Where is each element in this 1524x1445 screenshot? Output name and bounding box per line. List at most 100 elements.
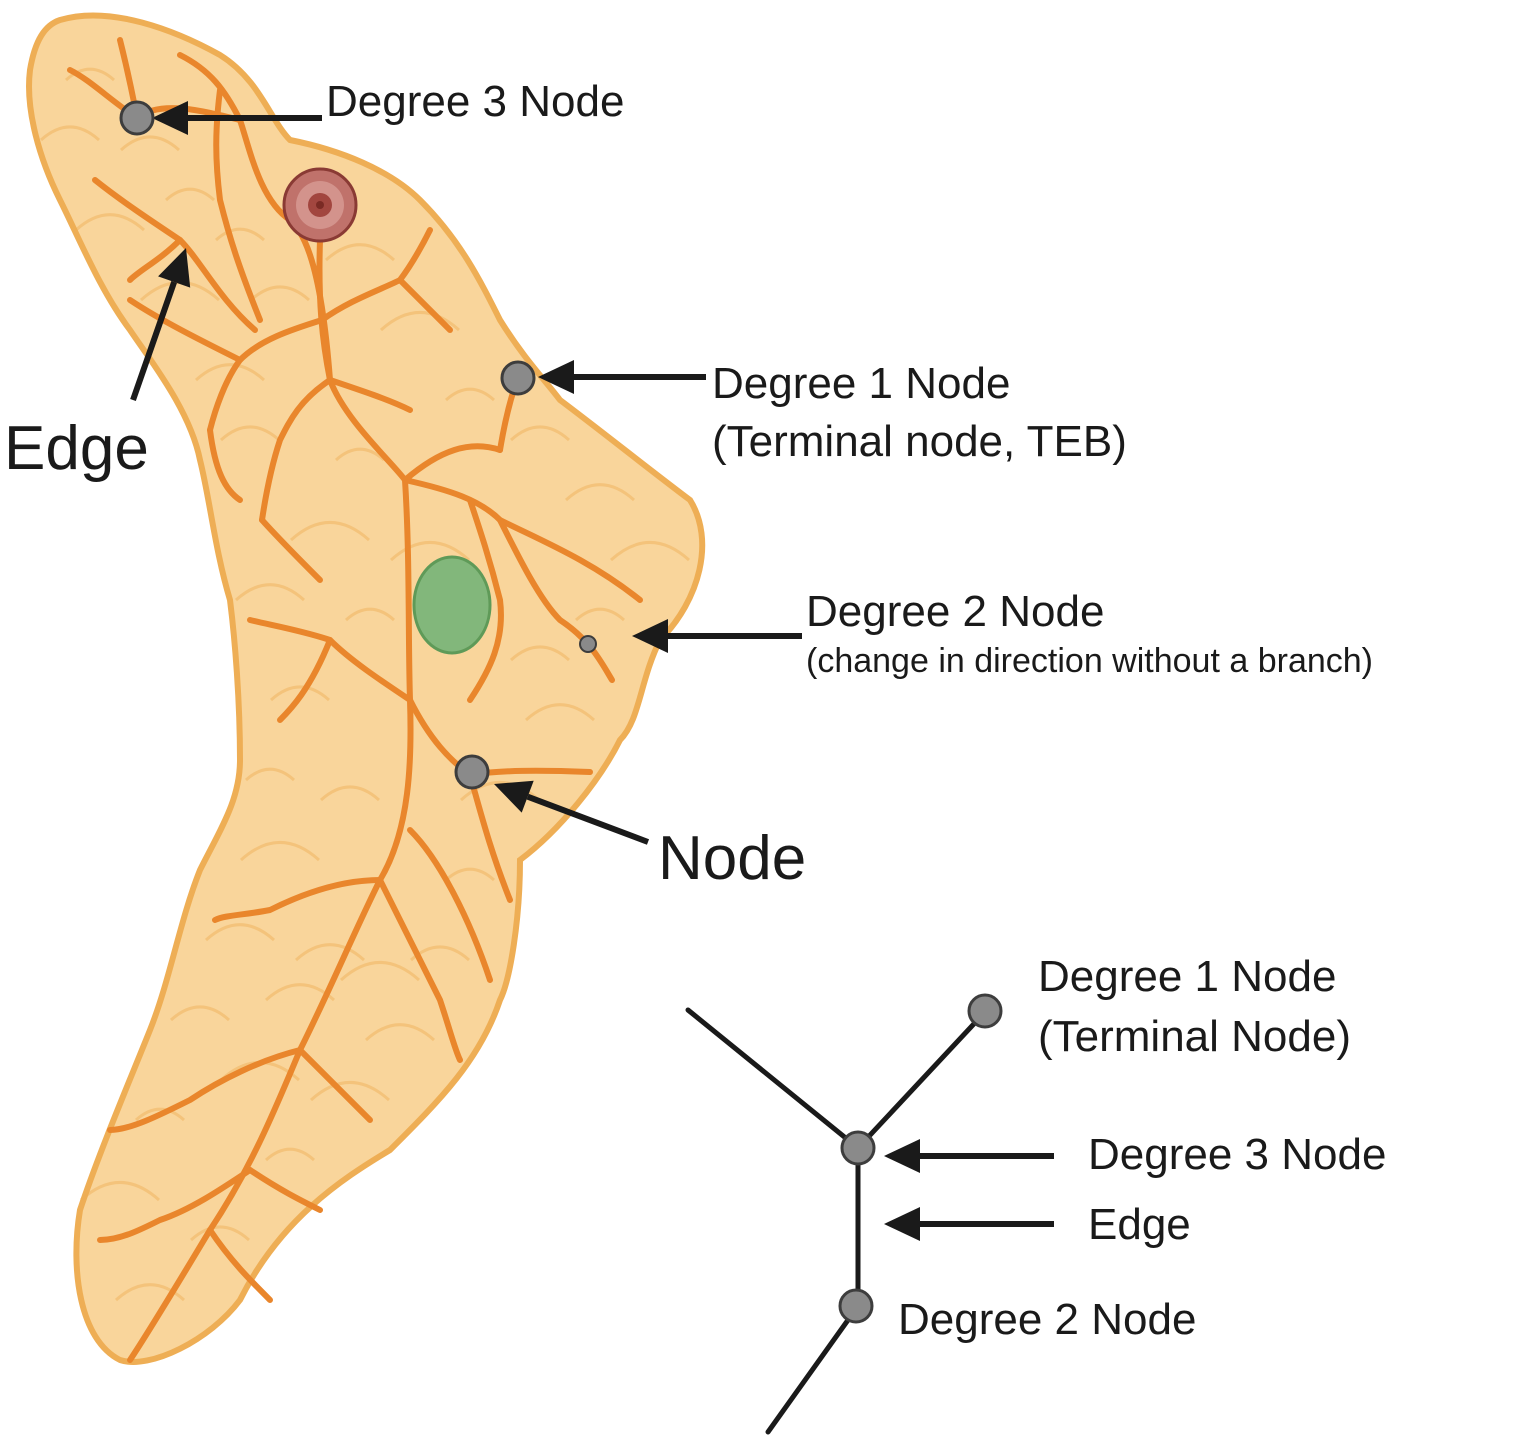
- label-schematic-degree1-node: Degree 1 Node: [1038, 952, 1337, 1001]
- node-schematic-degree2: [838, 1288, 874, 1324]
- label-schematic-degree2-node: Degree 2 Node: [898, 1295, 1197, 1344]
- lobule-bump: [189, 1225, 251, 1242]
- lobule-bump: [39, 125, 101, 142]
- duct-edge: [377, 877, 463, 1063]
- lobule-bump: [389, 540, 471, 562]
- lobule-bump: [319, 785, 381, 802]
- arrow-head: [884, 1207, 920, 1241]
- lobule-bump: [79, 1180, 161, 1202]
- label-degree1-node-subtitle: (Terminal node, TEB): [712, 417, 1127, 466]
- node-gland: [454, 754, 490, 790]
- duct-edge: [327, 377, 413, 413]
- lobule-bump: [324, 243, 396, 262]
- duct-edge: [212, 877, 383, 923]
- arrow-head: [494, 780, 534, 813]
- node-schematic-degree3: [840, 1130, 876, 1166]
- arrow-to-edge: [130, 248, 191, 401]
- lobule-bump: [164, 187, 216, 202]
- lobule-bump: [169, 1005, 231, 1022]
- arrow-head: [884, 1139, 920, 1173]
- lymph-node: [412, 555, 492, 655]
- node-degree2-gland: [579, 635, 597, 653]
- lobule-bump: [244, 767, 296, 782]
- duct-edge: [207, 1227, 273, 1303]
- arrow-shaft: [526, 793, 650, 845]
- duct-edge: [259, 517, 323, 583]
- label-schematic-degree1-node-subtitle: (Terminal Node): [1038, 1012, 1351, 1061]
- node-degree1-gland: [500, 360, 536, 396]
- arrow-to-schematic-edge: [884, 1207, 1054, 1241]
- label-node: Node: [658, 824, 807, 893]
- lobule-bump: [344, 607, 396, 622]
- nipple: [282, 167, 358, 243]
- duct-edge: [127, 237, 183, 283]
- lobule-bump: [609, 540, 691, 562]
- duct-edge: [247, 1167, 323, 1213]
- arrow-to-degree2-node: [632, 619, 802, 653]
- label-degree1-node: Degree 1 Node: [712, 359, 1011, 408]
- arrow-to-degree1-node: [538, 360, 706, 394]
- lobule-bump: [264, 1147, 316, 1162]
- duct-edge: [497, 517, 615, 683]
- lobule-bump: [239, 840, 321, 862]
- duct-edge: [402, 443, 503, 483]
- lobule-bump: [74, 213, 146, 232]
- lobule-bump: [339, 960, 421, 982]
- node-degree3-gland: [119, 100, 155, 136]
- lobule-bump: [214, 227, 266, 242]
- lobule-bump: [294, 943, 366, 962]
- lobule-bump: [219, 425, 281, 442]
- arrow-head: [158, 248, 191, 288]
- lobule-bump: [134, 1107, 186, 1122]
- lobule-bump: [574, 607, 626, 622]
- lobule-bump: [379, 310, 461, 332]
- graph-nodes: [119, 100, 1003, 1324]
- duct-edge: [97, 1167, 253, 1243]
- lobule-bump: [194, 363, 266, 382]
- lobule-bump: [289, 520, 371, 542]
- node-schematic-degree1: [967, 993, 1003, 1029]
- duct-edge: [397, 277, 453, 333]
- arrow-to-node: [494, 780, 650, 845]
- label-degree2-node: Degree 2 Node: [806, 587, 1105, 636]
- duct-edge: [207, 427, 243, 503]
- label-schematic-degree3-node: Degree 3 Node: [1088, 1130, 1387, 1179]
- duct-edge: [127, 237, 414, 1363]
- duct-edge: [259, 377, 333, 523]
- duct-edge: [467, 497, 504, 703]
- label-edge: Edge: [4, 414, 149, 483]
- arrow-head: [152, 101, 188, 135]
- lobule-bump: [509, 425, 571, 442]
- lobule-bump: [564, 483, 636, 502]
- lobule-bump: [234, 583, 306, 602]
- arrow-shaft: [130, 281, 177, 401]
- lobule-bump: [249, 285, 311, 302]
- lobule-bump: [269, 685, 331, 702]
- lobule-bump: [119, 135, 181, 152]
- duct-edge: [107, 1047, 303, 1133]
- schematic-graph: [685, 1007, 988, 1435]
- duct-edge: [213, 87, 263, 323]
- arrow-head: [632, 619, 668, 653]
- pointer-arrows: [130, 101, 1054, 1241]
- lobule-bump: [114, 1283, 186, 1302]
- lobule-bump: [309, 1080, 391, 1102]
- lobule-bump: [509, 645, 571, 662]
- lobule-bump: [64, 67, 116, 82]
- label-top-degree3-node: Degree 3 Node: [326, 77, 625, 126]
- lobule-bump: [444, 387, 496, 402]
- lobule-bump: [364, 1023, 436, 1042]
- lobule-bump: [334, 447, 386, 462]
- duct-edge: [407, 827, 493, 983]
- arrow-head: [538, 360, 574, 394]
- lobule-bump: [204, 923, 276, 942]
- mammary-gland-tissue: [26, 12, 706, 1365]
- tissue-lobule-texture: [39, 67, 691, 1302]
- arrow-to-degree3-node: [152, 101, 322, 135]
- duct-edge: [277, 637, 333, 723]
- duct-edge: [297, 1047, 373, 1123]
- label-schematic-edge: Edge: [1088, 1200, 1191, 1249]
- lobule-bump: [524, 703, 596, 722]
